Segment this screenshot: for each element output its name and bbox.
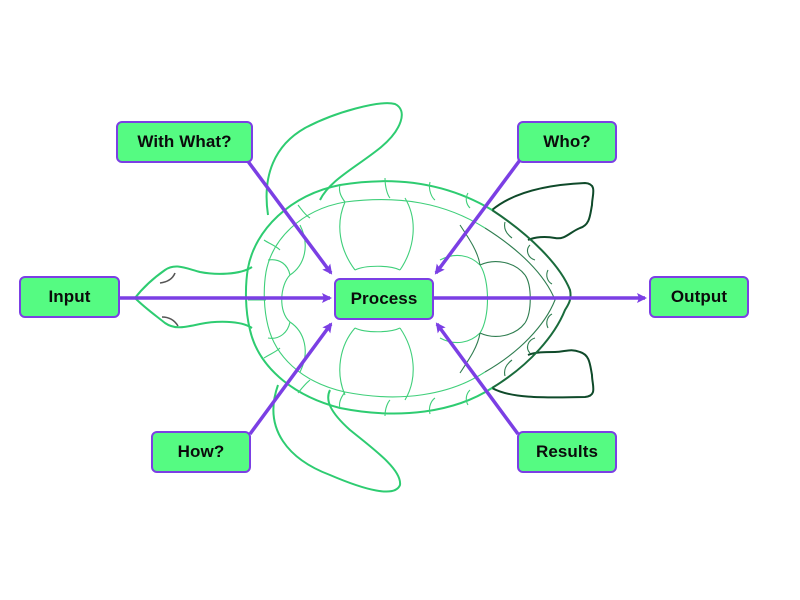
turtle-illustration <box>133 102 595 493</box>
arrow-who-to-process <box>434 158 522 275</box>
central-scutes <box>267 197 488 401</box>
with-what-node[interactable]: With What? <box>116 121 253 163</box>
turtle-eye-bottom <box>161 316 179 327</box>
front-flipper-bottom <box>272 384 402 493</box>
results-node[interactable]: Results <box>517 431 617 473</box>
front-flipper-top <box>265 102 403 216</box>
arrow-with-what-to-process <box>245 158 333 275</box>
arrow-results-to-process <box>435 322 520 436</box>
shell-inner-ring-rear <box>484 227 556 373</box>
output-node[interactable]: Output <box>649 276 749 318</box>
who-node[interactable]: Who? <box>517 121 617 163</box>
rear-flipper-top <box>491 181 595 241</box>
marginal-scutes <box>247 177 471 417</box>
rear-marginal-scutes <box>504 221 553 377</box>
shell-outer-rear <box>491 209 572 389</box>
how-node[interactable]: How? <box>151 431 251 473</box>
arrow-how-to-process <box>248 322 333 436</box>
turtle-eye-top <box>159 272 176 284</box>
input-node[interactable]: Input <box>19 276 120 318</box>
rear-flipper-bottom <box>491 349 595 399</box>
process-node[interactable]: Process <box>334 278 434 320</box>
arrows <box>119 158 647 436</box>
